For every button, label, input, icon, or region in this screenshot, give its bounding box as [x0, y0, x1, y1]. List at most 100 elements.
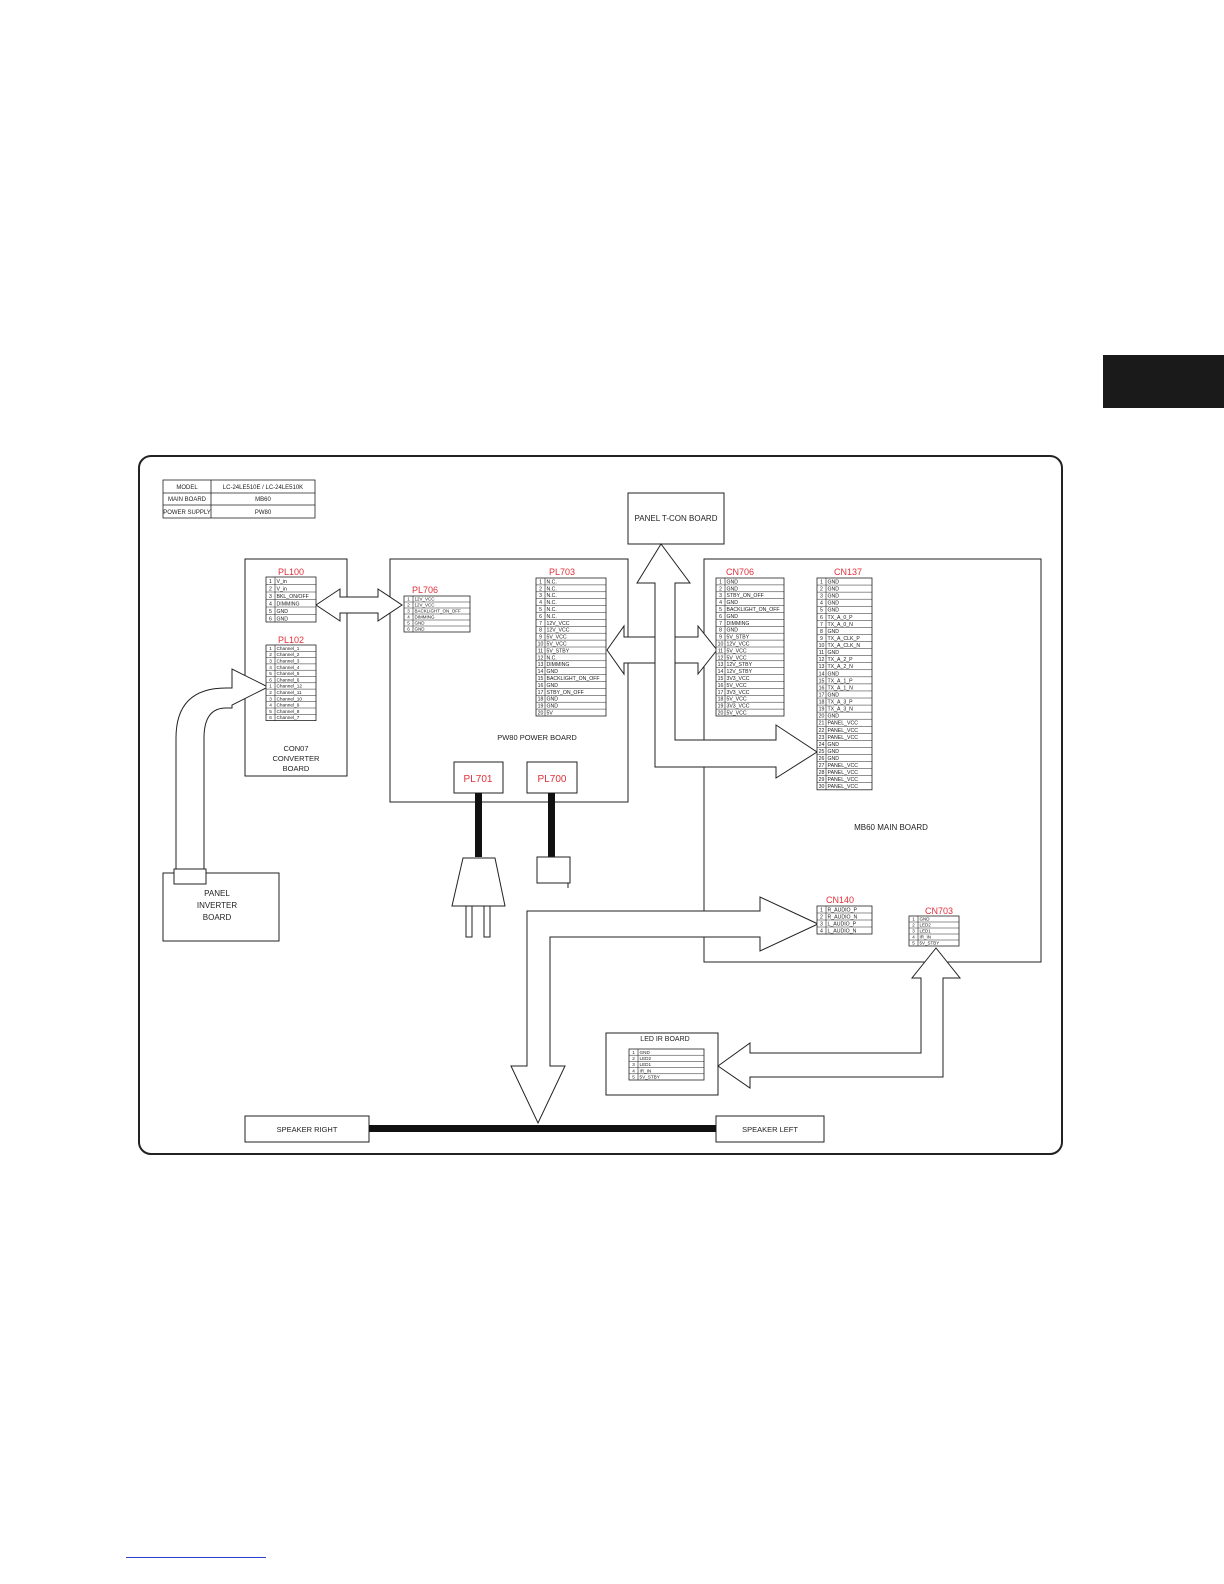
pin-signal: 12V_STBY: [727, 669, 753, 675]
cn703-title: CN703: [925, 906, 953, 916]
pin-number: 30: [819, 784, 825, 790]
pin-number: 17: [718, 690, 724, 696]
pin-signal: BACKLIGHT_ON_OFF: [415, 609, 462, 614]
pin-signal: 5V_VCC: [727, 710, 747, 716]
pin-signal: PANEL_VCC: [828, 735, 859, 741]
converter-label-2: CONVERTER: [273, 754, 321, 763]
pin-signal: GND: [828, 629, 840, 635]
pin-signal: GND: [828, 742, 840, 748]
pin-number: 16: [538, 683, 544, 689]
model-label: MODEL: [176, 485, 198, 491]
pin-number: 4: [269, 703, 272, 709]
pin-signal: 5V_STBY: [920, 941, 940, 946]
pin-signal: Channel_6: [277, 677, 300, 683]
pin-number: 14: [538, 669, 544, 675]
pin-number: 14: [819, 671, 825, 677]
pin-signal: Channel_2: [277, 652, 300, 658]
pin-signal: R_AUDIO_P: [828, 907, 858, 913]
pin-signal: STBY_ON_OFF: [547, 690, 584, 696]
pin-signal: DIMMING: [415, 615, 435, 620]
pin-number: 4: [820, 928, 823, 934]
pin-signal: PANEL_VCC: [828, 784, 859, 790]
pin-signal: GND: [828, 587, 840, 593]
pin-signal: GND: [415, 627, 426, 632]
pin-number: 26: [819, 756, 825, 762]
pin-signal: IR_IN: [640, 1068, 652, 1073]
pin-signal: LED1: [920, 929, 932, 934]
led-ir-arrow: [717, 947, 962, 1089]
pin-signal: GND: [640, 1050, 651, 1055]
pin-signal: Channel_8: [277, 709, 300, 715]
pin-number: 4: [539, 600, 542, 606]
pin-number: 4: [632, 1068, 635, 1073]
tcon-up-arrow: [636, 543, 818, 779]
pin-signal: GND: [415, 621, 426, 626]
pin-signal: GND: [828, 594, 840, 600]
inverter-label-3: BOARD: [203, 913, 232, 922]
pin-signal: Channel_1: [277, 646, 300, 652]
pin-signal: PANEL_VCC: [828, 728, 859, 734]
pl100-title: PL100: [278, 567, 304, 577]
pin-signal: 12V_VCC: [727, 641, 750, 647]
pin-signal: GND: [727, 586, 739, 592]
pin-signal: 5V_VCC: [727, 683, 747, 689]
pin-number: 14: [718, 669, 724, 675]
pin-signal: DIMMING: [727, 621, 750, 627]
pin-signal: GND: [277, 616, 289, 622]
pin-number: 3: [539, 593, 542, 599]
pin-signal: GND: [828, 692, 840, 698]
tcon-board-label: PANEL T-CON BOARD: [635, 514, 718, 523]
pl700-title: PL700: [538, 774, 567, 785]
pin-number: 6: [820, 615, 823, 621]
pin-signal: N.C.: [547, 655, 557, 661]
pin-number: 12: [819, 657, 825, 663]
pin-number: 4: [407, 615, 410, 620]
pin-number: 2: [820, 914, 823, 920]
pin-signal: GND: [727, 614, 739, 620]
pin-signal: GND: [727, 628, 739, 634]
pin-signal: PANEL_VCC: [828, 721, 859, 727]
power-switch-icon: [536, 793, 571, 888]
pin-number: 19: [538, 704, 544, 710]
inverter-label-2: INVERTER: [197, 901, 238, 910]
pin-signal: 5V_STBY: [547, 648, 570, 654]
pin-number: 20: [718, 710, 724, 716]
pin-number: 13: [819, 664, 825, 670]
pin-number: 5: [820, 608, 823, 614]
pin-signal: TX_A_3_N: [828, 707, 854, 713]
pin-number: 9: [719, 635, 722, 641]
pin-signal: TX_A_CLK_N: [828, 643, 861, 649]
pin-signal: GND: [547, 704, 559, 710]
pin-signal: 12V_VCC: [547, 628, 570, 634]
pin-number: 1: [407, 597, 410, 602]
pin-signal: 3V3_VCC: [727, 704, 750, 710]
powersupply-label: POWER SUPPLY: [163, 510, 211, 516]
pin-number: 2: [269, 652, 272, 658]
pin-signal: GND: [828, 580, 840, 586]
pin-signal: GND: [828, 749, 840, 755]
pin-number: 6: [269, 715, 272, 721]
pin-number: 6: [539, 614, 542, 620]
pin-number: 16: [819, 685, 825, 691]
pin-signal: GND: [828, 756, 840, 762]
pin-number: 11: [819, 650, 824, 656]
pin-signal: PANEL_VCC: [828, 770, 859, 776]
pin-signal: GND: [547, 669, 559, 675]
pin-signal: 12V_STBY: [727, 662, 753, 668]
pin-number: 3: [407, 609, 410, 614]
pin-number: 3: [632, 1062, 635, 1067]
pin-number: 6: [719, 614, 722, 620]
speaker-right: [244, 1115, 370, 1143]
pin-number: 1: [539, 579, 542, 585]
pin-number: 10: [819, 643, 825, 649]
pin-signal: N.C.: [547, 607, 557, 613]
pin-signal: GND: [828, 671, 840, 677]
mains-plug-icon: [451, 793, 506, 938]
pin-signal: Channel_11: [277, 690, 302, 696]
footer-link-rule: [126, 1557, 266, 1558]
pin-number: 2: [632, 1056, 635, 1061]
pin-signal: V_in: [277, 586, 287, 592]
pin-number: 3: [269, 594, 272, 600]
powersupply-value: PW80: [255, 510, 272, 516]
